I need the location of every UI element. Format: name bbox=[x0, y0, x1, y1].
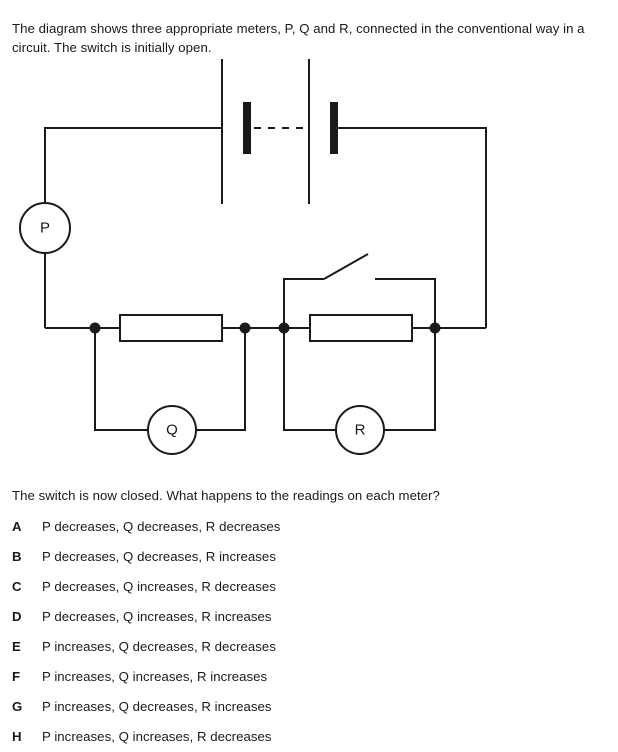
wire-q-left bbox=[94, 328, 148, 431]
switch-branch-left bbox=[283, 278, 324, 328]
junction-dot-3 bbox=[278, 322, 290, 334]
option-text-f: P increases, Q increases, R increases bbox=[42, 669, 268, 684]
wire-top-right bbox=[334, 127, 487, 328]
option-row-g[interactable]: G P increases, Q decreases, R increases bbox=[12, 692, 592, 722]
wire-r-left bbox=[283, 328, 336, 431]
junction-dot-2 bbox=[239, 322, 251, 334]
wire-r-right bbox=[384, 328, 436, 431]
circuit-diagram: P Q R bbox=[0, 44, 618, 464]
meter-q-circle bbox=[147, 405, 197, 455]
wire-top-left bbox=[44, 127, 222, 203]
option-text-c: P decreases, Q increases, R decreases bbox=[42, 579, 276, 594]
option-row-b[interactable]: B P decreases, Q decreases, R increases bbox=[12, 542, 592, 572]
option-text-h: P increases, Q increases, R decreases bbox=[42, 729, 272, 744]
option-letter-a: A bbox=[12, 519, 22, 534]
meter-q-label: Q bbox=[166, 422, 178, 439]
answer-options-list: A P decreases, Q decreases, R decreases … bbox=[12, 512, 592, 752]
meter-p-circle bbox=[19, 202, 71, 254]
option-letter-d: D bbox=[12, 609, 22, 624]
option-letter-e: E bbox=[12, 639, 21, 654]
option-row-a[interactable]: A P decreases, Q decreases, R decreases bbox=[12, 512, 592, 542]
option-letter-h: H bbox=[12, 729, 22, 744]
wire-q-right bbox=[196, 328, 246, 431]
resistor-left bbox=[119, 314, 223, 342]
option-text-a: P decreases, Q decreases, R decreases bbox=[42, 519, 281, 534]
option-text-g: P increases, Q decreases, R increases bbox=[42, 699, 272, 714]
option-row-h[interactable]: H P increases, Q increases, R decreases bbox=[12, 722, 592, 752]
meter-r-label: R bbox=[355, 422, 366, 439]
question-prompt: The switch is now closed. What happens t… bbox=[12, 488, 440, 504]
option-text-e: P increases, Q decreases, R decreases bbox=[42, 639, 276, 654]
option-letter-b: B bbox=[12, 549, 22, 564]
option-row-c[interactable]: C P decreases, Q increases, R decreases bbox=[12, 572, 592, 602]
junction-dot-1 bbox=[89, 322, 101, 334]
option-letter-f: F bbox=[12, 669, 21, 684]
option-text-d: P decreases, Q increases, R increases bbox=[42, 609, 272, 624]
switch-blade bbox=[323, 253, 369, 280]
meter-r-circle bbox=[335, 405, 385, 455]
junction-dot-4 bbox=[429, 322, 441, 334]
option-letter-g: G bbox=[12, 699, 23, 714]
option-row-d[interactable]: D P decreases, Q increases, R increases bbox=[12, 602, 592, 632]
switch-branch-right bbox=[375, 278, 436, 328]
intro-paragraph: The diagram shows three appropriate mete… bbox=[12, 21, 585, 55]
option-row-f[interactable]: F P increases, Q increases, R increases bbox=[12, 662, 592, 692]
option-text-b: P decreases, Q decreases, R increases bbox=[42, 549, 276, 564]
resistor-right bbox=[309, 314, 413, 342]
meter-p-label: P bbox=[40, 220, 50, 237]
option-row-e[interactable]: E P increases, Q decreases, R decreases bbox=[12, 632, 592, 662]
option-letter-c: C bbox=[12, 579, 22, 594]
